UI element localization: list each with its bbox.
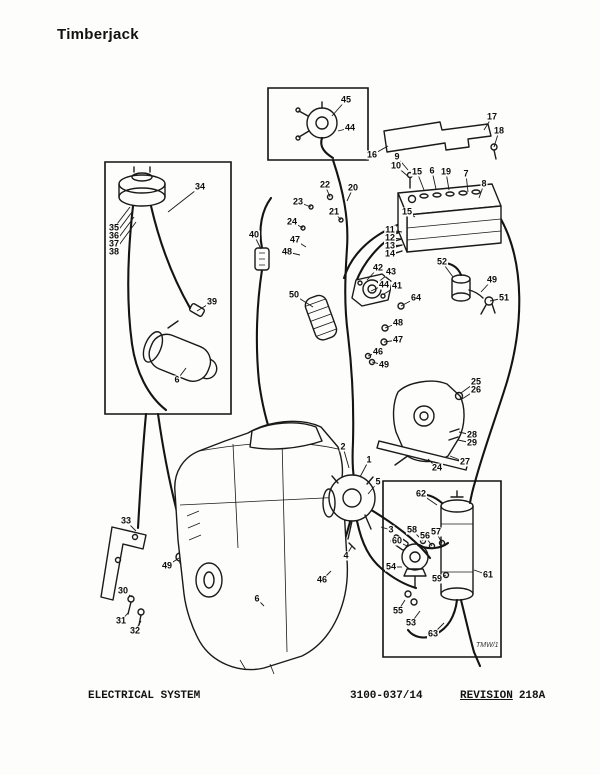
footer-section-title: ELECTRICAL SYSTEM xyxy=(88,690,201,702)
footer-revision: REVISION 218A xyxy=(460,690,545,702)
sender-starter-inset-box xyxy=(105,162,231,414)
battery xyxy=(398,184,501,252)
footer-revision-label: REVISION xyxy=(460,690,513,702)
horn-inset-box xyxy=(268,88,368,160)
battery-bracket xyxy=(384,122,497,159)
alternator xyxy=(323,475,375,539)
engine xyxy=(175,421,348,674)
footer-doc-number: 3100-037/14 xyxy=(350,690,423,702)
hydraulic-pump xyxy=(377,381,468,470)
resistor-coil xyxy=(303,293,339,342)
ignition-coil xyxy=(443,263,495,314)
mounting-bracket xyxy=(101,527,146,625)
page-footer: ELECTRICAL SYSTEM 3100-037/14 REVISION 21… xyxy=(0,690,600,710)
brand-title: Timberjack xyxy=(57,26,139,43)
diagram-note: TMW/1 xyxy=(476,642,499,649)
footer-revision-value: 218A xyxy=(518,690,546,702)
